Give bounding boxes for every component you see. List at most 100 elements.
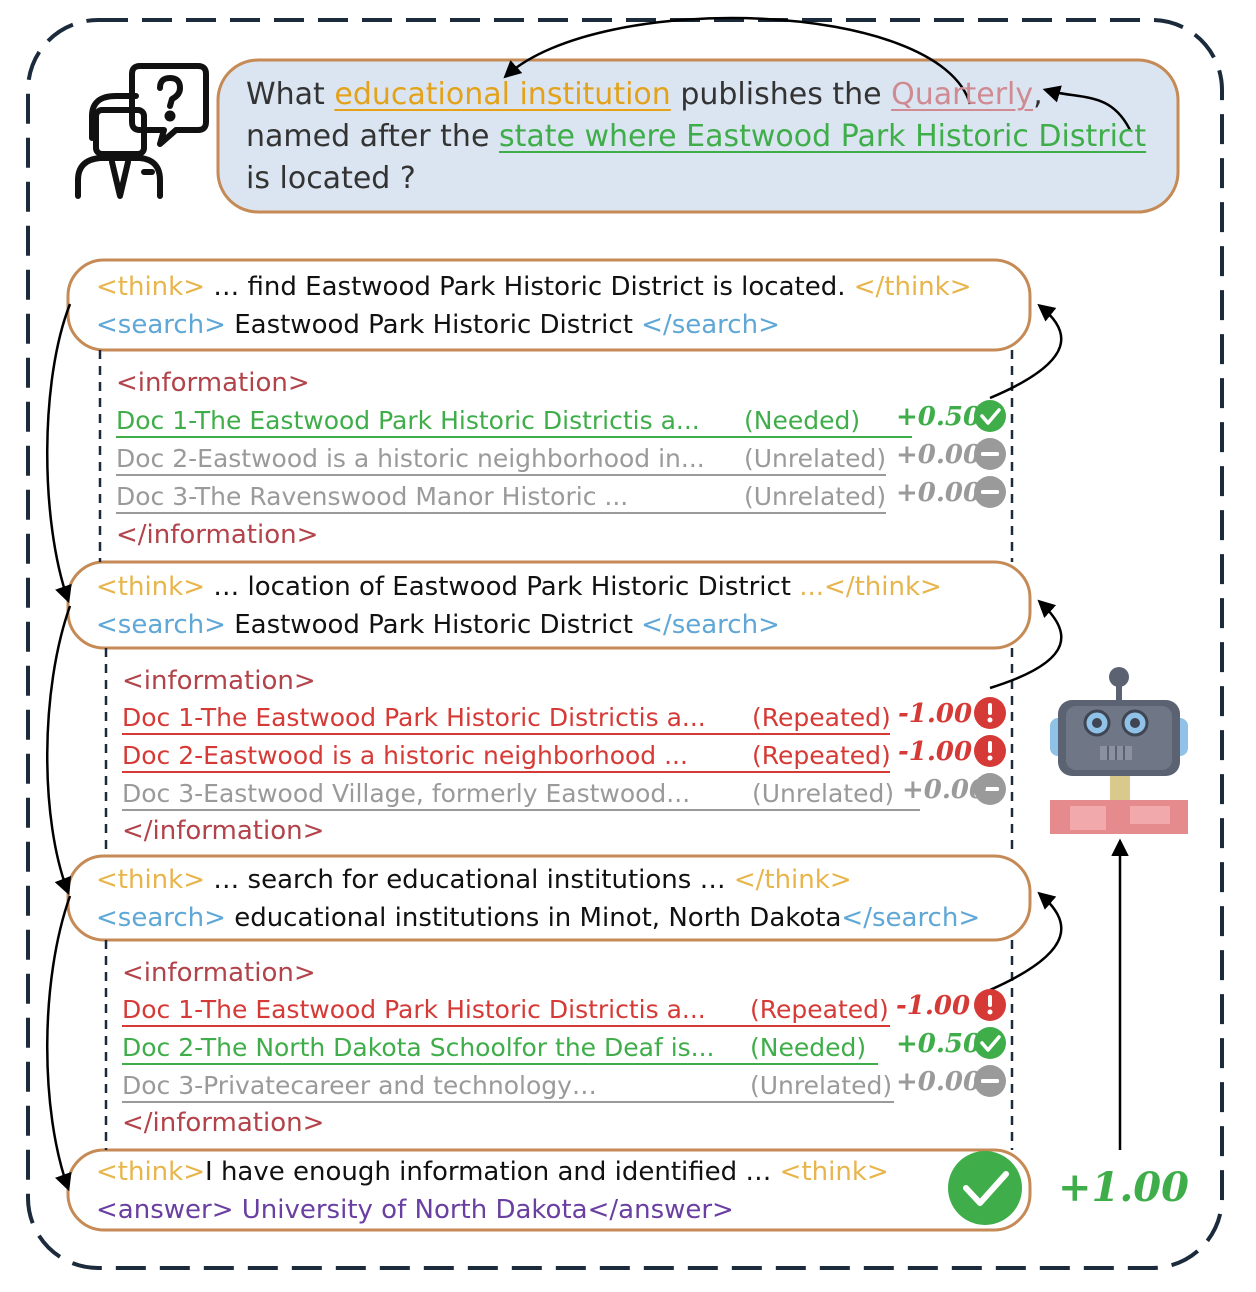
document-underline [122,809,920,811]
step-3-search: <search> educational institutions in Min… [96,905,980,931]
final-think: <think>I have enough information and ide… [96,1159,889,1185]
step-1-info-close: </information> [116,520,319,550]
final-answer: <answer> University of North Dakota</ans… [96,1197,734,1223]
think-close-tag: <think> [779,1157,889,1187]
document-status-label: (Repeated) [752,703,891,732]
search-open-tag: <search> [96,610,226,640]
document-row: Doc 2-Eastwood is a historic neighborhoo… [116,444,886,473]
question-highlight-state: state where Eastwood Park Historic Distr… [498,119,1147,154]
document-row: Doc 2-Eastwood is a historic neighborhoo… [122,741,891,770]
document-status-label: (Unrelated) [750,1071,893,1100]
document-reward-score: +0.00 [902,775,988,805]
document-reward-score: +0.00 [896,478,982,508]
think-text: I have enough information and identified… [205,1157,780,1187]
think-open-tag: <think> [96,572,206,602]
search-open-tag: <search> [96,310,226,340]
document-snippet: Doc 2-Eastwood is a historic neighborhoo… [116,444,705,473]
answer-text: University of North Dakota [233,1195,588,1225]
left-chain-arrows [46,303,72,1192]
exclamation-circle-icon [974,697,1006,729]
document-underline [116,436,912,438]
document-status-label: (Unrelated) [744,482,887,511]
document-row: Doc 3-The Ravenswood Manor Historic ...(… [116,484,886,509]
document-reward-score: -1.00 [898,737,973,767]
step-1-search: <search> Eastwood Park Historic District… [96,312,780,338]
document-status-label: (Repeated) [750,995,889,1024]
document-reward-score: +0.00 [896,440,982,470]
question-arrow-quarterly-to-institution [503,16,972,105]
minus-circle-icon [974,438,1006,470]
question-word: What [246,77,335,112]
info-panel-borders [98,350,1014,1150]
step-3-info-close: </information> [122,1108,325,1138]
step-3-info-open: <information> [122,958,316,988]
think-open-tag: <think> [96,1157,206,1187]
think-close-tag: </think> [824,572,942,602]
document-row: Doc 2-The North Dakota Schoolfor the Dea… [122,1033,866,1062]
exclamation-circle-icon [974,735,1006,767]
document-reward-score: +0.50 [896,1029,982,1059]
document-row: Doc 1-The Eastwood Park Historic Distric… [122,995,889,1024]
document-snippet: Doc 2-The North Dakota Schoolfor the Dea… [122,1033,715,1062]
document-snippet: Doc 3-Eastwood Village, formerly Eastwoo… [122,779,691,808]
document-underline [116,474,886,476]
document-status-label: (Unrelated) [752,779,895,808]
question-line-1: What educational institution publishes t… [246,80,1043,110]
document-row: Doc 3-Eastwood Village, formerly Eastwoo… [122,779,894,808]
document-reward-score: +0.00 [896,1067,982,1097]
document-row: Doc 3-Privatecareer and technology… (Unre… [122,1071,892,1100]
search-open-tag: <search> [96,903,226,933]
step-1-info-open: <information> [116,368,310,398]
check-circle-icon [974,1027,1006,1059]
step-2-box [66,560,1032,650]
document-status-label: (Needed) [750,1033,867,1062]
think-text: … find Eastwood Park Historic District i… [205,272,854,302]
think-open-tag: <think> [96,865,206,895]
search-close-tag: </search> [641,310,780,340]
question-word: , [1033,77,1043,112]
search-close-tag: </search> [841,903,981,933]
outer-dashed-frame [26,18,1224,1270]
answer-close-tag: </answer> [587,1195,734,1225]
step-2-info-close: </information> [122,816,325,846]
document-status-label: (Unrelated) [744,444,887,473]
step-2-info-open: <information> [122,666,316,696]
think-close-tag: </think> [733,865,852,895]
document-snippet: Doc 1-The Eastwood Park Historic Distric… [116,406,700,435]
right-feedback-arrows [989,303,1063,992]
document-snippet: Doc 1-The Eastwood Park Historic Distric… [122,995,706,1024]
final-check-icon [948,1151,1022,1225]
think-dots: ... [799,572,825,602]
question-line-2: named after the state where Eastwood Par… [246,122,1146,152]
step-2-think: <think> … location of Eastwood Park Hist… [96,574,942,600]
question-highlight-quarterly: Quarterly [891,77,1034,112]
think-open-tag: <think> [96,272,206,302]
document-underline [122,733,890,735]
step-1-think: <think> … find Eastwood Park Historic Di… [96,274,972,300]
think-text: … search for educational institutions … [205,865,734,895]
exclamation-circle-icon [974,989,1006,1021]
document-reward-score: -1.00 [896,991,971,1021]
minus-circle-icon [974,773,1006,805]
question-word: named after the [246,119,499,154]
document-underline [122,771,890,773]
document-underline [122,1025,890,1027]
search-query: Eastwood Park Historic District [225,610,642,640]
question-arrow-state-to-quarterly [1042,85,1132,131]
minus-circle-icon [974,1065,1006,1097]
document-reward-score: -1.00 [898,699,973,729]
document-snippet: Doc 3-Privatecareer and technology… [122,1071,597,1100]
document-row: Doc 1-The Eastwood Park Historic Distric… [122,705,891,730]
minus-circle-icon [974,476,1006,508]
search-close-tag: </search> [641,610,780,640]
question-word: publishes the [670,77,892,112]
robot-icon [1050,667,1188,834]
search-query: Eastwood Park Historic District [225,310,642,340]
step-1-box [66,258,1032,352]
user-question-icon [75,63,209,199]
step-3-think: <think> … search for educational institu… [96,867,852,893]
document-snippet: Doc 2-Eastwood is a historic neighborhoo… [122,741,688,770]
status-icons [974,400,1006,1097]
